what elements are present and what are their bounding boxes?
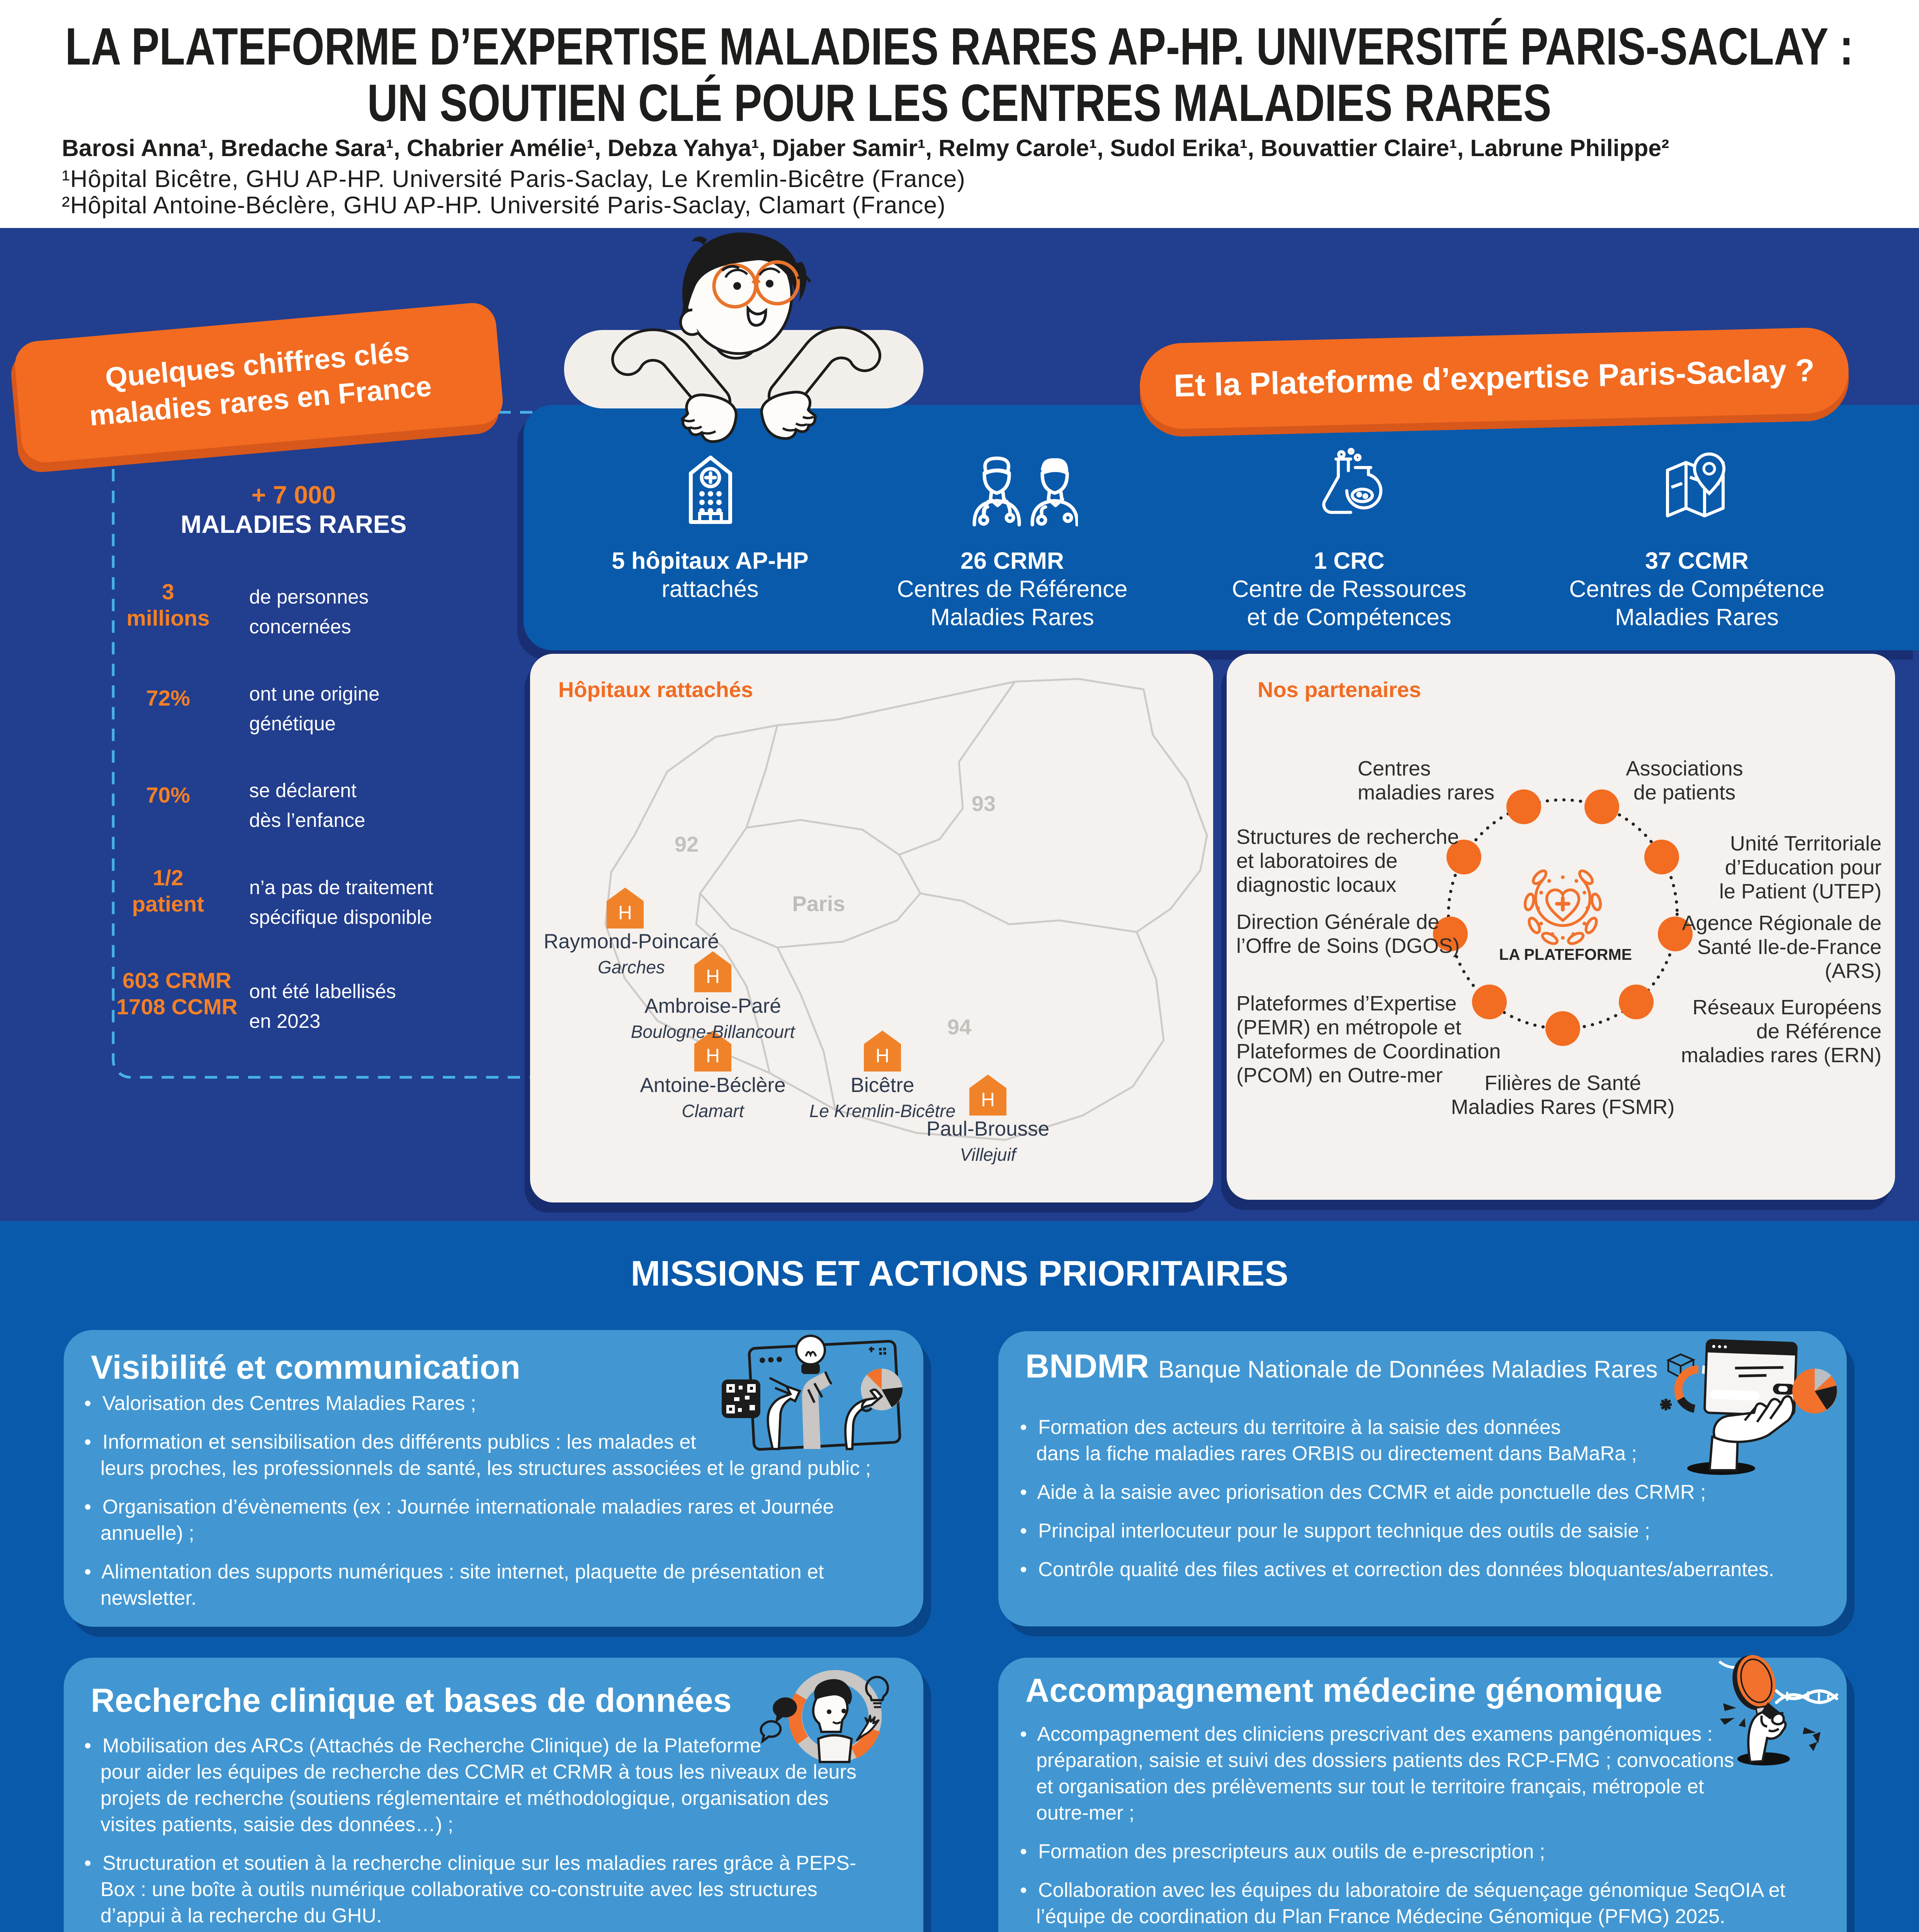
- svg-text:92: 92: [675, 832, 699, 856]
- svg-text:93: 93: [972, 791, 996, 816]
- svg-text:Paris: Paris: [792, 891, 845, 916]
- svg-text:94: 94: [947, 1015, 971, 1039]
- svg-text:LA PLATEFORME: LA PLATEFORME: [1499, 946, 1632, 963]
